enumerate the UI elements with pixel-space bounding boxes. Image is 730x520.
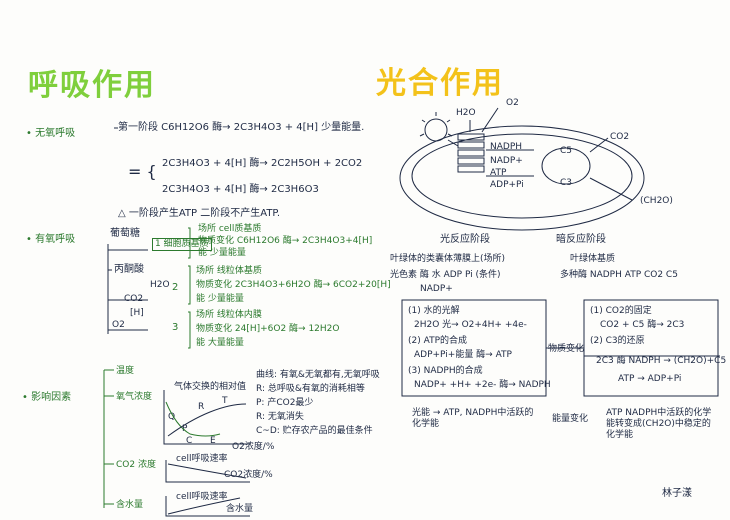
box2-line-1: (1) CO2的固定 (590, 306, 652, 316)
factor-oxygen: 氧气浓度 (116, 392, 153, 402)
graph1-xlabel: O2浓度/% (232, 442, 275, 452)
graph1-title: 气体交换的相对值 (174, 382, 247, 392)
dark-place: 叶绿体基质 (570, 254, 616, 264)
co2-label: CO2 (124, 294, 144, 304)
light-stage-label: 光反应阶段 (440, 234, 490, 245)
anaerobic-eq-alcohol: 2C3H4O3 + 4[H] 酶→ 2C2H5OH + 2CO2 (162, 158, 363, 169)
light-place: 叶绿体的类囊体薄膜上(场所) (390, 254, 506, 264)
stage1-box: 1 细胞质基质 (152, 238, 212, 251)
graph3-xlabel: 含水量 (226, 504, 254, 514)
diagram-nadp: NADP+ (490, 156, 523, 166)
factor-co2: CO2 浓度 (116, 460, 156, 470)
graph-point-t: T (222, 396, 228, 406)
energy-left: 光能 → ATP, NADPH中活跃的化学能 (412, 408, 534, 429)
stage2-place: 场所 线粒体基质 (196, 266, 262, 276)
stage2-energy: 能 少量能量 (196, 294, 244, 304)
material-change-label: 物质变化 (548, 344, 585, 354)
hydrogen-label: [H] (130, 308, 144, 318)
box1-line-1: (1) 水的光解 (408, 306, 460, 316)
dark-conditions: 多种酶 NADPH ATP CO2 C5 (560, 270, 678, 280)
box2-line-5: ATP → ADP+Pi (618, 374, 682, 384)
diagram-o2: O2 (506, 98, 519, 108)
diagram-ch2o: (CH2O) (640, 196, 673, 206)
stage3-place: 场所 线粒体内膜 (196, 310, 262, 320)
box2-line-3: (2) C3的还原 (590, 336, 645, 346)
diagram-h2o: H2O (456, 108, 476, 118)
pyruvate-label: 丙酮酸 (114, 264, 144, 275)
nadp-note: NADP+ (420, 284, 453, 294)
diagram-adp: ADP+Pi (490, 180, 524, 190)
box1-line-2: 2H2O 光→ O2+4H+ +4e- (414, 320, 527, 330)
photosynthesis-title: 光合作用 (376, 66, 504, 101)
factors-label: • 影响因素 (22, 392, 72, 403)
stage2-equation: 物质变化 2C3H4O3+6H2O 酶→ 6CO2+20[H] (196, 280, 391, 290)
dark-stage-label: 暗反应阶段 (556, 234, 606, 245)
graph2-title: cell呼吸速率 (176, 454, 228, 464)
box2-line-2: CO2 + C5 酶→ 2C3 (600, 320, 685, 330)
diagram-c3: C3 (560, 178, 573, 188)
diagram-nadph: NADPH (490, 142, 523, 152)
factor-note-5: C~D: 贮存农产品的最佳条件 (256, 426, 373, 436)
stage1-equation: 物质变化 C6H12O6 酶→ 2C3H4O3+4[H] (198, 236, 373, 246)
energy-right: ATP NADPH中活跃的化学能转变成(CH2O)中稳定的化学能 (606, 408, 712, 440)
graph3-title: cell呼吸速率 (176, 492, 228, 502)
diagram-c5: C5 (560, 146, 573, 156)
stage3-energy: 能 大量能量 (196, 338, 244, 348)
stage2-number: 2 (172, 282, 179, 293)
anaerobic-label: • 无氧呼吸 (26, 128, 76, 139)
factor-water: 含水量 (116, 500, 144, 510)
anaerobic-eq-lactic: 2C3H4O3 + 4[H] 酶→ 2C3H6O3 (162, 184, 319, 195)
diagram-atp: ATP (490, 168, 507, 178)
box1-line-4: ADP+Pi+能量 酶→ ATP (414, 350, 512, 360)
anaerobic-brace: = { (128, 162, 157, 181)
diagram-co2: CO2 (610, 132, 630, 142)
stage3-equation: 物质变化 24[H]+6O2 酶→ 12H2O (196, 324, 340, 334)
signature: 林子漾 (662, 488, 692, 499)
anaerobic-stage1: 第一阶段 C6H12O6 酶→ 2C3H4O3 + 4[H] 少量能量. (118, 122, 365, 133)
graph-point-r: R (198, 402, 205, 412)
anaerobic-note: △ 一阶段产生ATP 二阶段不产生ATP. (118, 208, 281, 219)
box1-line-6: NADP+ +H+ +2e- 酶→ NADPH (414, 380, 551, 390)
stage1-energy: 能 少量能量 (198, 248, 246, 258)
factor-note-3: P: 产CO2最少 (256, 398, 314, 408)
factor-note-4: R: 无氧消失 (256, 412, 304, 422)
graph-point-c: C (186, 436, 193, 446)
stage1-place: 场所 cell质基质 (198, 224, 262, 234)
box2-line-4: 2C3 酶 NADPH → (CH2O)+C5 (596, 356, 727, 366)
energy-change-label: 能量变化 (552, 414, 589, 424)
factor-note-1: 曲线: 有氧&无氧都有,无氧呼吸 (256, 370, 380, 380)
o2-label: O2 (112, 320, 125, 330)
aerobic-label: • 有氧呼吸 (26, 234, 76, 245)
factor-note-2: R: 总呼吸&有氧的消耗相等 (256, 384, 365, 394)
graph2-xlabel: CO2浓度/% (224, 470, 273, 480)
box1-line-3: (2) ATP的合成 (408, 336, 467, 346)
factor-temperature: 温度 (116, 366, 135, 376)
h2o-label: H2O (150, 280, 170, 290)
light-conditions: 光色素 酶 水 ADP Pi (条件) (390, 270, 501, 280)
graph-point-q: Q (168, 412, 176, 422)
respiration-title: 呼吸作用 (28, 68, 156, 103)
graph-point-p: P (182, 424, 188, 434)
box1-line-5: (3) NADPH的合成 (408, 366, 483, 376)
graph-point-e: E (210, 436, 216, 446)
stage3-number: 3 (172, 322, 179, 333)
glucose-label: 葡萄糖 (110, 228, 140, 239)
